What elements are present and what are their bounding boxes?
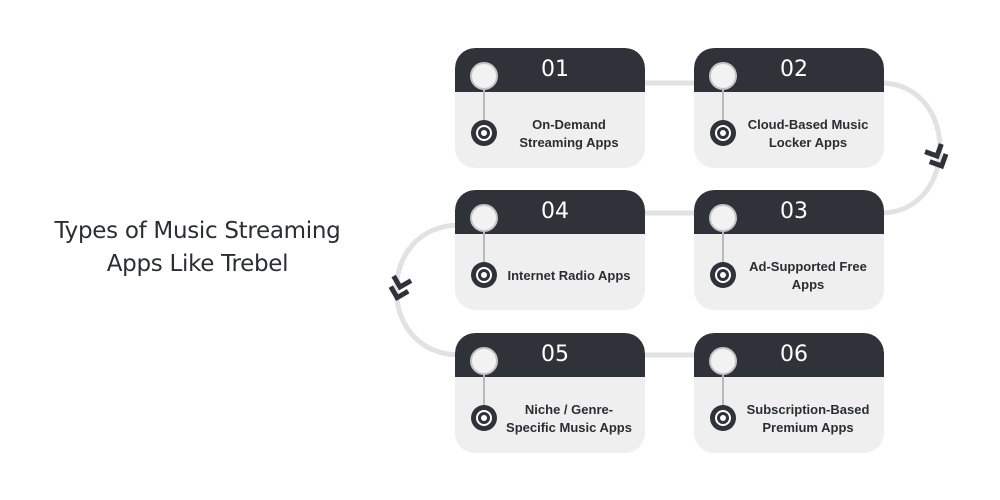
step-card-stem (722, 363, 724, 415)
step-label: Cloud-Based Music Locker Apps (747, 117, 869, 150)
step-card-stem (722, 78, 724, 130)
step-card-stem (483, 220, 485, 272)
connector-lines (393, 80, 943, 358)
step-card-node (709, 62, 737, 90)
step-label: Internet Radio Apps (507, 268, 631, 283)
step-card-01: 01 On-Demand Streaming Apps (455, 48, 645, 168)
step-card-node (470, 62, 498, 90)
step-label: Subscription-Based Premium Apps (746, 402, 870, 435)
vinyl-record-icon (710, 405, 736, 431)
step-number: 01 (541, 57, 569, 82)
step-number: 05 (541, 342, 569, 367)
step-card-node (470, 204, 498, 232)
step-card-node (470, 347, 498, 375)
step-card-stem (483, 363, 485, 415)
step-card-03: 03 Ad-Supported Free Apps (694, 190, 884, 310)
step-number: 04 (541, 199, 569, 224)
step-number: 06 (780, 342, 808, 367)
double-chevron-down-icon (388, 274, 413, 302)
step-card-06: 06 Subscription-Based Premium Apps (694, 333, 884, 453)
diagram-title: Types of Music Streaming Apps Like Trebe… (54, 218, 341, 277)
step-card-04: 04 Internet Radio Apps (455, 190, 645, 310)
step-label: On-Demand Streaming Apps (519, 117, 619, 150)
step-label: Niche / Genre-Specific Music Apps (506, 402, 632, 435)
double-chevron-down-icon (924, 143, 949, 170)
connector-04-05 (393, 222, 461, 358)
step-label: Ad-Supported Free Apps (749, 259, 867, 292)
vinyl-record-icon (471, 405, 497, 431)
connector-02-03 (879, 80, 943, 216)
vinyl-record-icon (471, 120, 497, 146)
step-number: 02 (780, 57, 808, 82)
vinyl-record-icon (710, 120, 736, 146)
step-card-stem (722, 220, 724, 272)
step-card-02: 02 Cloud-Based Music Locker Apps (694, 48, 884, 168)
step-card-node (709, 347, 737, 375)
vinyl-record-icon (710, 262, 736, 288)
step-card-stem (483, 78, 485, 130)
step-number: 03 (780, 199, 808, 224)
vinyl-record-icon (471, 262, 497, 288)
step-card-node (709, 204, 737, 232)
step-card-05: 05 Niche / Genre-Specific Music Apps (455, 333, 645, 453)
